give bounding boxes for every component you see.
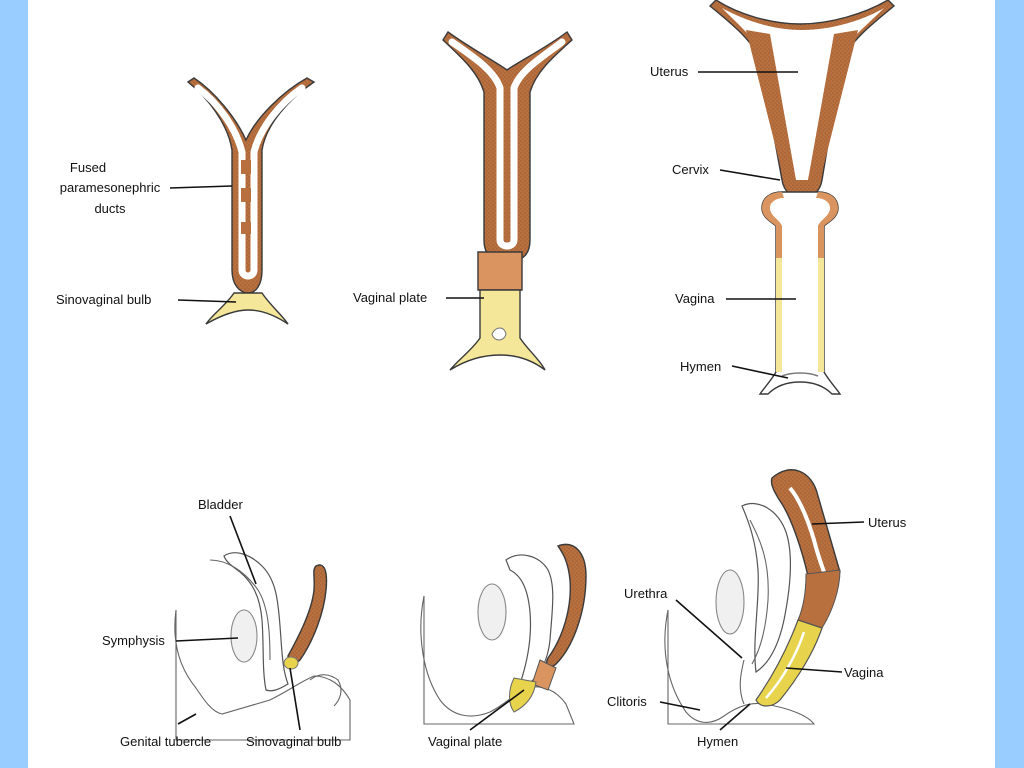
- frontal-stage-1: [186, 77, 316, 325]
- sagittal-stage-3: [664, 469, 841, 725]
- sag3-uterine-cavity: [788, 486, 826, 573]
- sag3-urethra: [739, 659, 745, 705]
- vaginal-plate-vacuole: [491, 327, 507, 341]
- sag3-bladder-folds: [749, 519, 769, 665]
- label-urethra: Urethra: [624, 586, 668, 601]
- stage2-duct-wall: [442, 30, 573, 261]
- label-clitoris: Clitoris: [607, 694, 647, 709]
- duct-septum-2: [241, 188, 251, 202]
- leader-fused-ducts: [169, 185, 233, 189]
- duct-septum-1: [241, 160, 251, 174]
- sagittal-stage-1: [174, 552, 351, 741]
- cervix-wall-left: [762, 192, 784, 258]
- leader-bladder: [229, 515, 257, 585]
- sag2-symphysis: [477, 583, 507, 641]
- leader-hymen-top: [731, 365, 789, 379]
- sag1-symphysis: [230, 609, 258, 663]
- sag3-body-outline: [664, 609, 816, 725]
- label-hymen-top: Hymen: [680, 359, 721, 374]
- leader-cervix: [719, 169, 781, 181]
- sag3-vagina: [755, 619, 823, 707]
- leader-sinovaginal-bulb-bottom: [289, 667, 301, 731]
- label-uterus-bottom: Uterus: [868, 515, 907, 530]
- frontal-stage-3: [708, 0, 896, 395]
- sag1-body-outline: [174, 609, 351, 741]
- label-vaginal-plate-bottom: Vaginal plate: [428, 734, 502, 749]
- sag2-body-outline: [420, 595, 575, 725]
- leader-urethra: [675, 599, 743, 659]
- sinovaginal-bulb-shape: [205, 292, 289, 325]
- uterus-right-limb: [808, 30, 858, 180]
- label-uterus-top: Uterus: [650, 64, 689, 79]
- stage2-light-brown-segment: [477, 251, 523, 291]
- label-genital-tubercle: Genital tubercle: [120, 734, 211, 749]
- label-bladder: Bladder: [198, 497, 243, 512]
- leader-uterus-bottom: [811, 521, 865, 525]
- hymen-membrane: [781, 372, 819, 377]
- leader-vaginal-plate-bottom: [469, 689, 525, 731]
- sag3-symphysis: [715, 569, 745, 635]
- label-symphysis: Symphysis: [102, 633, 165, 648]
- duct-septum-3: [241, 222, 251, 234]
- leader-hymen-bottom: [719, 703, 751, 731]
- label-fused-2: paramesonephric: [60, 180, 161, 195]
- leader-vagina-bottom: [785, 667, 843, 673]
- leader-genital-tubercle: [177, 713, 197, 725]
- sag2-vaginal-plate: [509, 677, 537, 713]
- fused-ducts-lumen: [194, 84, 306, 280]
- right-side-bar: [995, 0, 1024, 768]
- label-hymen-bottom: Hymen: [697, 734, 738, 749]
- vagina-wall-left: [776, 258, 782, 372]
- vagina-wall-right: [818, 258, 824, 372]
- sag3-bladder: [741, 502, 792, 674]
- label-cervix: Cervix: [672, 162, 709, 177]
- sag3-cervix: [797, 569, 841, 629]
- frontal-stage-2: [442, 30, 573, 371]
- label-vagina-bottom: Vagina: [844, 665, 884, 680]
- sag2-light-segment: [531, 659, 557, 691]
- stage2-duct-lumen: [448, 38, 566, 250]
- sag1-sinovaginal-bulb: [283, 656, 299, 670]
- sag1-bladder-outer: [209, 559, 271, 661]
- uterus-left-limb: [746, 30, 796, 180]
- left-side-bar: [0, 0, 28, 768]
- leader-sinovaginal-bulb-top: [177, 299, 237, 303]
- label-sinovaginal-bulb-bottom: Sinovaginal bulb: [246, 734, 341, 749]
- leader-clitoris: [659, 701, 701, 711]
- sagittal-stage-2: [420, 543, 587, 725]
- sag1-perineum: [309, 674, 342, 707]
- sag1-duct: [287, 564, 328, 664]
- label-fused-1: Fused: [70, 160, 106, 175]
- label-vaginal-plate-top: Vaginal plate: [353, 290, 427, 305]
- label-vagina-top: Vagina: [675, 291, 715, 306]
- label-fused-3: ducts: [94, 201, 126, 216]
- sag3-vaginal-lumen: [765, 631, 806, 699]
- label-sinovaginal-bulb-top: Sinovaginal bulb: [56, 292, 151, 307]
- cervix-wall-right: [816, 192, 838, 258]
- sag1-bladder: [223, 552, 289, 692]
- leader-symphysis: [175, 637, 239, 642]
